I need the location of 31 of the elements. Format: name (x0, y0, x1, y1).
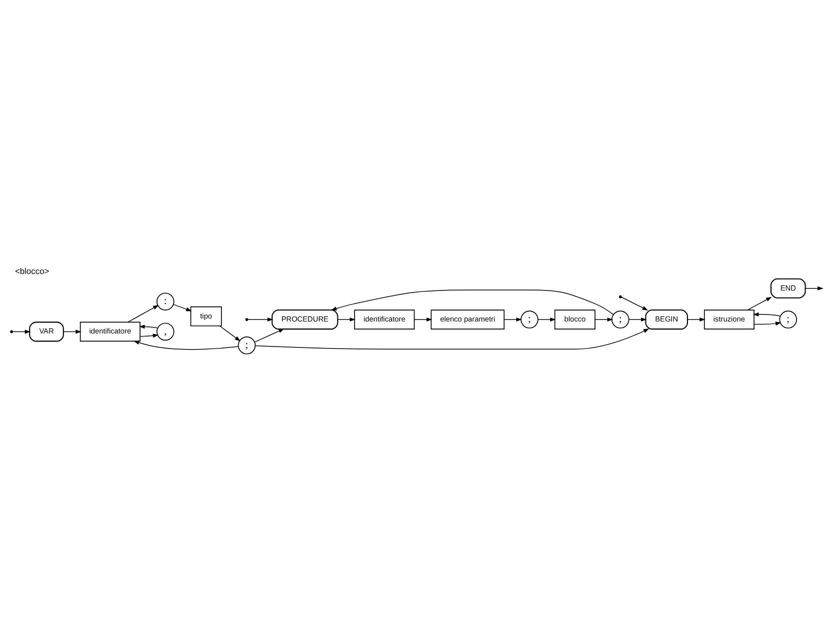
arrow (414, 317, 432, 322)
node-circle: : (156, 292, 174, 310)
arrow (538, 317, 556, 322)
arrow (248, 317, 274, 322)
arrow (754, 321, 782, 325)
node-circle: , (156, 322, 174, 340)
arrow (337, 317, 356, 322)
node-circle: ; (238, 336, 256, 354)
arrow (254, 328, 284, 342)
arrow (752, 312, 781, 316)
node-circle: ; (779, 310, 797, 328)
arrow (330, 289, 614, 314)
diagram-title: <blocco> (14, 265, 50, 276)
arrow (628, 317, 647, 322)
arrow (219, 325, 240, 341)
arrow (134, 340, 239, 350)
arrow (747, 296, 772, 310)
arrow (139, 324, 158, 328)
arrow (687, 317, 706, 322)
arrow (63, 329, 82, 334)
arrow (173, 304, 192, 311)
arrow (805, 286, 824, 290)
node-circle: ; (611, 310, 630, 328)
arrow (127, 304, 159, 322)
node-circle: ; (520, 310, 538, 328)
arrow (594, 317, 614, 322)
arrow (621, 296, 648, 310)
arrow (12, 329, 31, 334)
arrow (504, 317, 522, 322)
arrow (140, 333, 159, 338)
arrow (254, 328, 650, 349)
